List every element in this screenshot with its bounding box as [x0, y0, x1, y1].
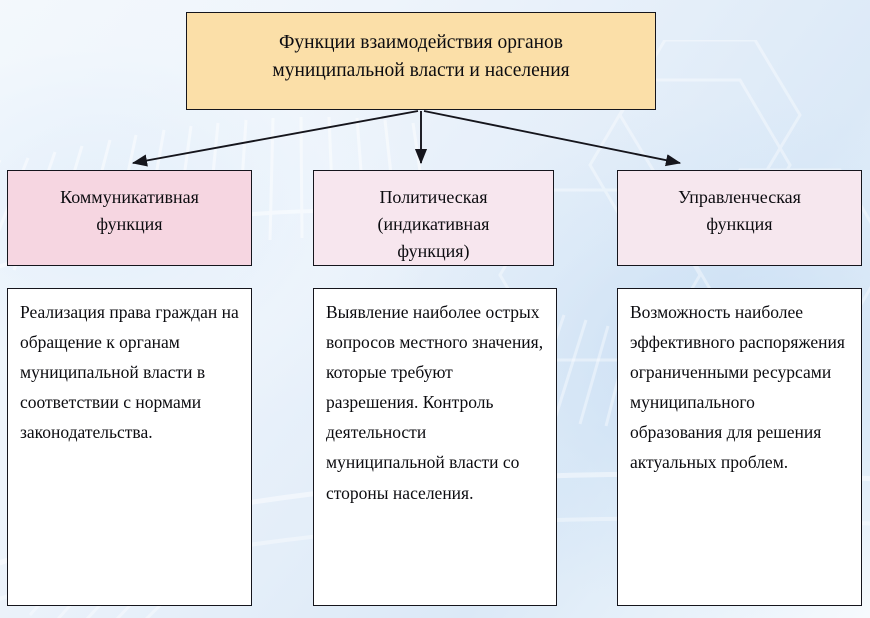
branch-body-political: Выявление наиболее острых вопросов местн…: [313, 288, 557, 606]
branch-header-line-1: Политическая: [379, 187, 488, 207]
branch-body-communicative: Реализация права граждан на обращение к …: [7, 288, 252, 606]
branch-header-line-3: функция): [397, 241, 470, 261]
diagram-title-line-1: Функции взаимодействия органов: [279, 32, 563, 53]
branch-header-managerial: Управленческая функция: [617, 170, 862, 266]
diagram-title-line-2: муниципальной власти и населения: [272, 60, 570, 82]
branch-header-line-2: (индикативная: [377, 214, 490, 234]
connector-line-left: [131, 110, 419, 167]
branch-body-text: Реализация права граждан на обращение к …: [20, 302, 239, 443]
branch-header-line-2: функция: [706, 214, 773, 234]
diagram-title-box: Функции взаимодействия органов муниципал…: [186, 12, 656, 110]
branch-body-managerial: Возможность наиболее эффективного распор…: [617, 288, 862, 606]
branch-header-line-1: Коммуникативная: [60, 187, 199, 207]
branch-body-text: Возможность наиболее эффективного распор…: [630, 302, 845, 473]
branch-header-line-1: Управленческая: [678, 187, 801, 207]
branch-body-text: Выявление наиболее острых вопросов местн…: [326, 302, 544, 503]
branch-header-communicative: Коммуникативная функция: [7, 170, 252, 266]
branch-header-political: Политическая (индикативная функция): [313, 170, 554, 266]
branch-header-line-2: функция: [96, 214, 163, 234]
connector-line-right: [423, 110, 682, 167]
